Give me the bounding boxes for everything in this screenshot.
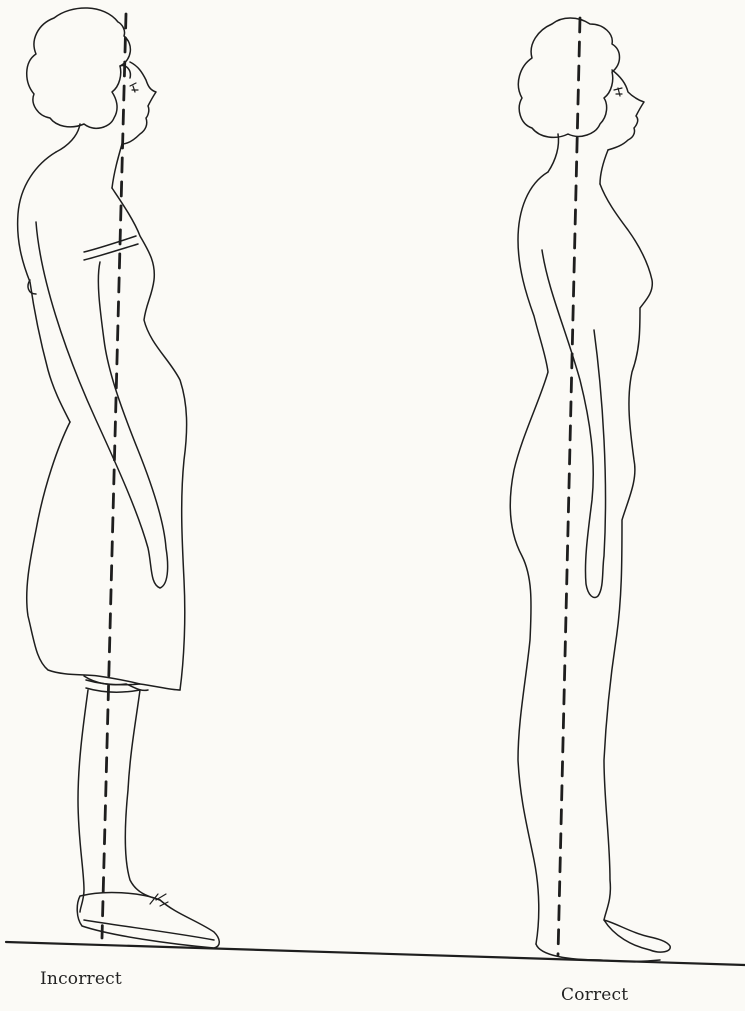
incorrect-figure-back xyxy=(18,152,70,422)
incorrect-figure-arm xyxy=(36,222,168,588)
correct-figure-hair xyxy=(518,18,619,137)
incorrect-figure-face xyxy=(122,62,156,144)
correct-figure-face xyxy=(608,70,644,150)
incorrect-posture-figure xyxy=(18,8,220,948)
incorrect-figure-chemise-band xyxy=(84,236,138,260)
incorrect-plumb-line xyxy=(102,14,126,938)
correct-posture-figure xyxy=(510,18,670,962)
incorrect-figure-hair xyxy=(27,8,131,128)
correct-caption: Correct xyxy=(561,985,628,1005)
correct-figure-torso-front xyxy=(600,184,652,920)
incorrect-caption: Incorrect xyxy=(40,969,122,989)
correct-figure-arm xyxy=(542,250,606,598)
incorrect-figure-torso-front xyxy=(112,188,187,690)
incorrect-figure-shoe xyxy=(77,893,219,948)
correct-figure-foot xyxy=(536,920,670,962)
incorrect-figure-legs xyxy=(78,690,160,912)
incorrect-figure-skirt xyxy=(27,422,180,690)
correct-plumb-line xyxy=(558,18,580,955)
correct-figure-back xyxy=(510,172,548,944)
